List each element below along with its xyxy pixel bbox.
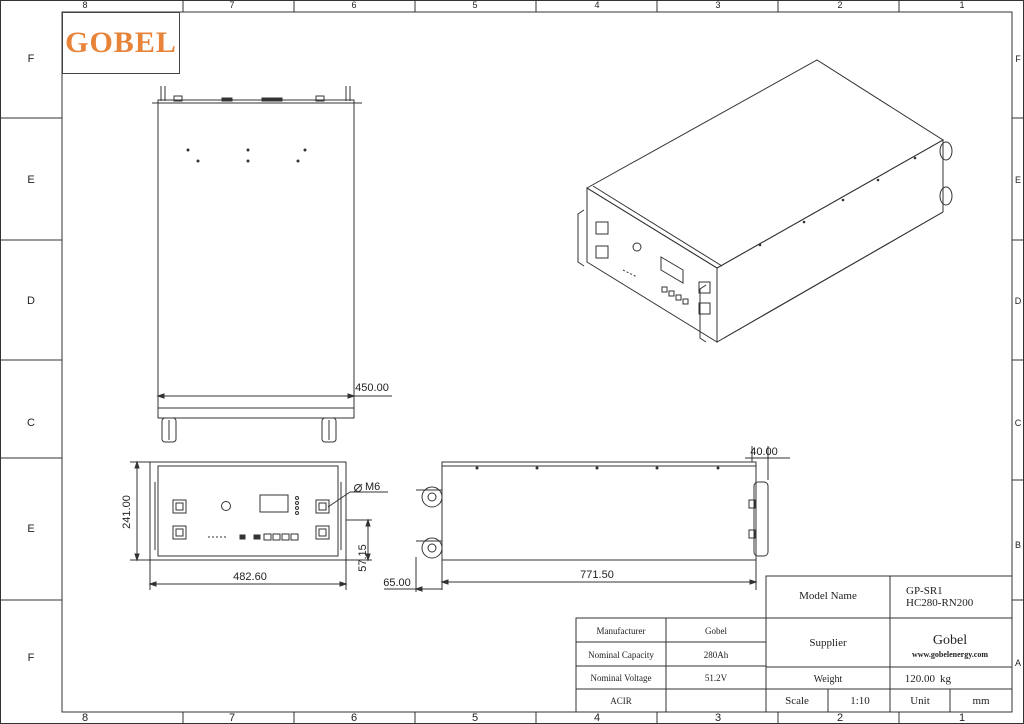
model-name-label: Model Name [799,590,857,602]
col-label-bottom: 2 [837,712,843,724]
col-label-top: 1 [959,0,964,10]
unit-label: Unit [910,695,930,707]
brand-logo: GOBEL [62,12,180,74]
supplier-name: Gobel [933,633,967,648]
col-label-top: 6 [351,0,356,10]
top-view [152,86,392,443]
col-label-top: 4 [594,0,599,10]
drawing-border [61,11,1013,713]
scale-value: 1:10 [850,695,870,707]
model-line-1: GP-SR1 [906,585,943,597]
col-label-top: 3 [715,0,720,10]
row-ticks [0,117,1024,601]
dim-thread: M6 [365,481,380,493]
row-label-right: D [1015,296,1022,306]
unit-value: mm [972,695,990,707]
side-view [384,446,790,592]
col-label-top: 8 [82,0,87,10]
dim-handle-depth: 40.00 [750,446,778,458]
model-line-2: HC280-RN200 [906,597,974,609]
dim-front-bottom: 57.15 [357,544,369,572]
col-label-top: 5 [472,0,477,10]
col-label-top: 7 [229,0,234,10]
row-label-right: A [1015,658,1021,668]
col-label-bottom: 1 [959,712,965,724]
col-label-bottom: 6 [351,712,357,724]
row-label-right: F [1015,54,1021,64]
dim-side-offset: 65.00 [383,577,411,589]
capacity-label: Nominal Capacity [588,650,654,660]
manufacturer-label: Manufacturer [597,626,646,636]
dim-front-height: 241.00 [121,495,133,529]
manufacturer-value: Gobel [705,626,727,636]
row-label-left: C [27,417,35,429]
column-ticks [182,0,900,724]
weight-unit: kg [940,673,952,685]
dim-top-width: 450.00 [355,382,389,394]
voltage-value: 51.2V [705,673,728,683]
col-label-bottom: 3 [715,712,721,724]
weight-value: 120.00 [905,673,936,685]
col-label-bottom: 4 [594,712,600,724]
row-label-left: F [28,652,35,664]
dim-side-length: 771.50 [580,569,614,581]
acir-label: ACIR [610,696,632,706]
row-label-left: F [28,53,35,65]
row-label-right: C [1015,418,1022,428]
row-label-left: E [27,174,34,186]
row-label-left: E [27,523,34,535]
col-label-bottom: 8 [82,712,88,724]
front-view [130,460,388,590]
weight-label: Weight [814,674,843,685]
isometric-view [577,59,953,343]
col-label-bottom: 7 [229,712,235,724]
col-label-top: 2 [837,0,842,10]
dim-front-width: 482.60 [233,571,267,583]
capacity-value: 280Ah [704,650,729,660]
row-label-right: B [1015,540,1021,550]
col-label-bottom: 5 [472,712,478,724]
voltage-label: Nominal Voltage [591,673,652,683]
title-block [575,575,1013,713]
supplier-label: Supplier [809,637,847,649]
row-label-left: D [27,295,35,307]
scale-label: Scale [785,695,809,707]
row-label-right: E [1015,175,1021,185]
supplier-url: www.gobelenergy.com [912,650,988,659]
